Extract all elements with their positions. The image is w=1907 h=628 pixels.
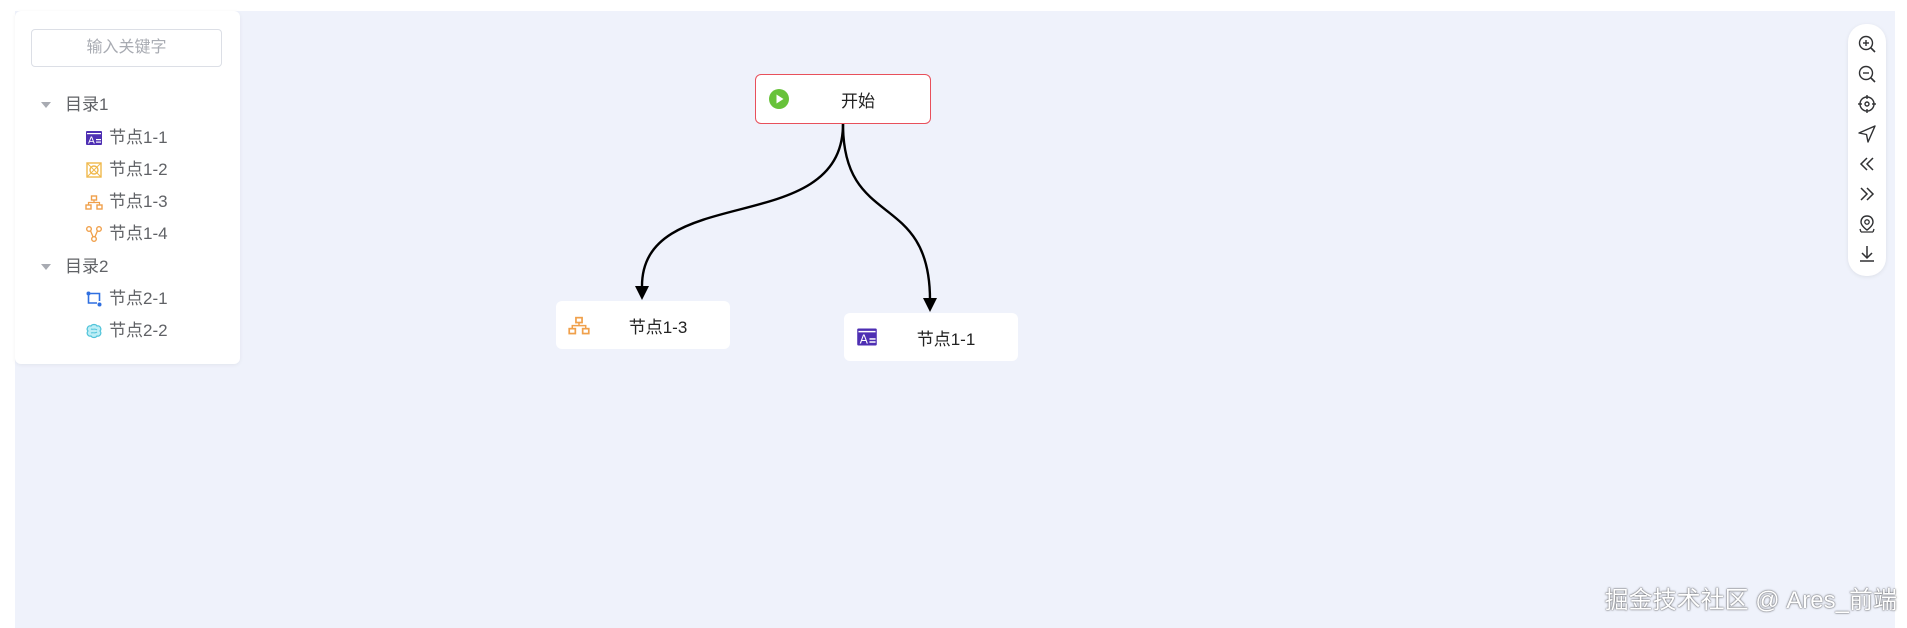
- map-pin-icon[interactable]: [1857, 214, 1877, 234]
- collapse-left-icon[interactable]: [1857, 154, 1877, 174]
- canvas-toolbar: [1848, 24, 1886, 276]
- zoom-out-icon[interactable]: [1857, 64, 1877, 84]
- tree-item-2-1[interactable]: 节点2-1: [85, 287, 168, 311]
- tree-item-label: 节点2-2: [109, 321, 168, 340]
- zoom-in-icon[interactable]: [1857, 34, 1877, 54]
- tree-item-label: 节点2-1: [109, 289, 168, 308]
- keyword-search-input[interactable]: [31, 29, 222, 67]
- node-library-panel: 目录1 A 节点1-1 节点1-2 节点1-3 节点1-4 目录2 节点2-1: [15, 11, 240, 364]
- play-icon: [768, 88, 790, 110]
- download-icon[interactable]: [1857, 244, 1877, 264]
- hierarchy-icon: [568, 314, 590, 336]
- tree-item-label: 节点1-4: [109, 224, 168, 243]
- node-label: 节点1-3: [628, 317, 688, 337]
- tree-group-label: 目录1: [65, 95, 109, 114]
- caret-down-icon: [41, 264, 51, 270]
- svg-text:A: A: [860, 333, 869, 347]
- form-icon: A: [85, 129, 103, 147]
- node-label: 节点1-1: [916, 329, 976, 349]
- watermark: 掘金技术社区 @ Ares_前端: [1604, 587, 1897, 614]
- brain-icon: [85, 322, 103, 340]
- flow-node-1-1[interactable]: A 节点1-1: [844, 313, 1018, 361]
- form-icon: A: [856, 326, 878, 348]
- tree-item-1-1[interactable]: A 节点1-1: [85, 126, 168, 150]
- tree-item-label: 节点1-3: [109, 192, 168, 211]
- flow-node-1-3[interactable]: 节点1-3: [556, 301, 730, 349]
- tree-group-1[interactable]: 目录1: [41, 93, 108, 117]
- caret-down-icon: [41, 102, 51, 108]
- svg-text:A: A: [88, 136, 95, 147]
- tree-item-label: 节点1-1: [109, 128, 168, 147]
- tree-item-2-2[interactable]: 节点2-2: [85, 319, 168, 343]
- hierarchy-icon: [85, 193, 103, 211]
- tree-item-1-2[interactable]: 节点1-2: [85, 158, 168, 182]
- tree-item-label: 节点1-2: [109, 160, 168, 179]
- expand-right-icon[interactable]: [1857, 184, 1877, 204]
- route-icon: [85, 290, 103, 308]
- tree-item-1-3[interactable]: 节点1-3: [85, 190, 168, 214]
- locate-icon[interactable]: [1857, 124, 1877, 144]
- network-icon: [85, 161, 103, 179]
- branch-icon: [85, 225, 103, 243]
- tree-item-1-4[interactable]: 节点1-4: [85, 222, 168, 246]
- flow-node-start[interactable]: 开始: [755, 74, 931, 124]
- node-label: 开始: [841, 91, 875, 111]
- tree-group-2[interactable]: 目录2: [41, 255, 108, 279]
- tree-group-label: 目录2: [65, 257, 109, 276]
- fit-center-icon[interactable]: [1857, 94, 1877, 114]
